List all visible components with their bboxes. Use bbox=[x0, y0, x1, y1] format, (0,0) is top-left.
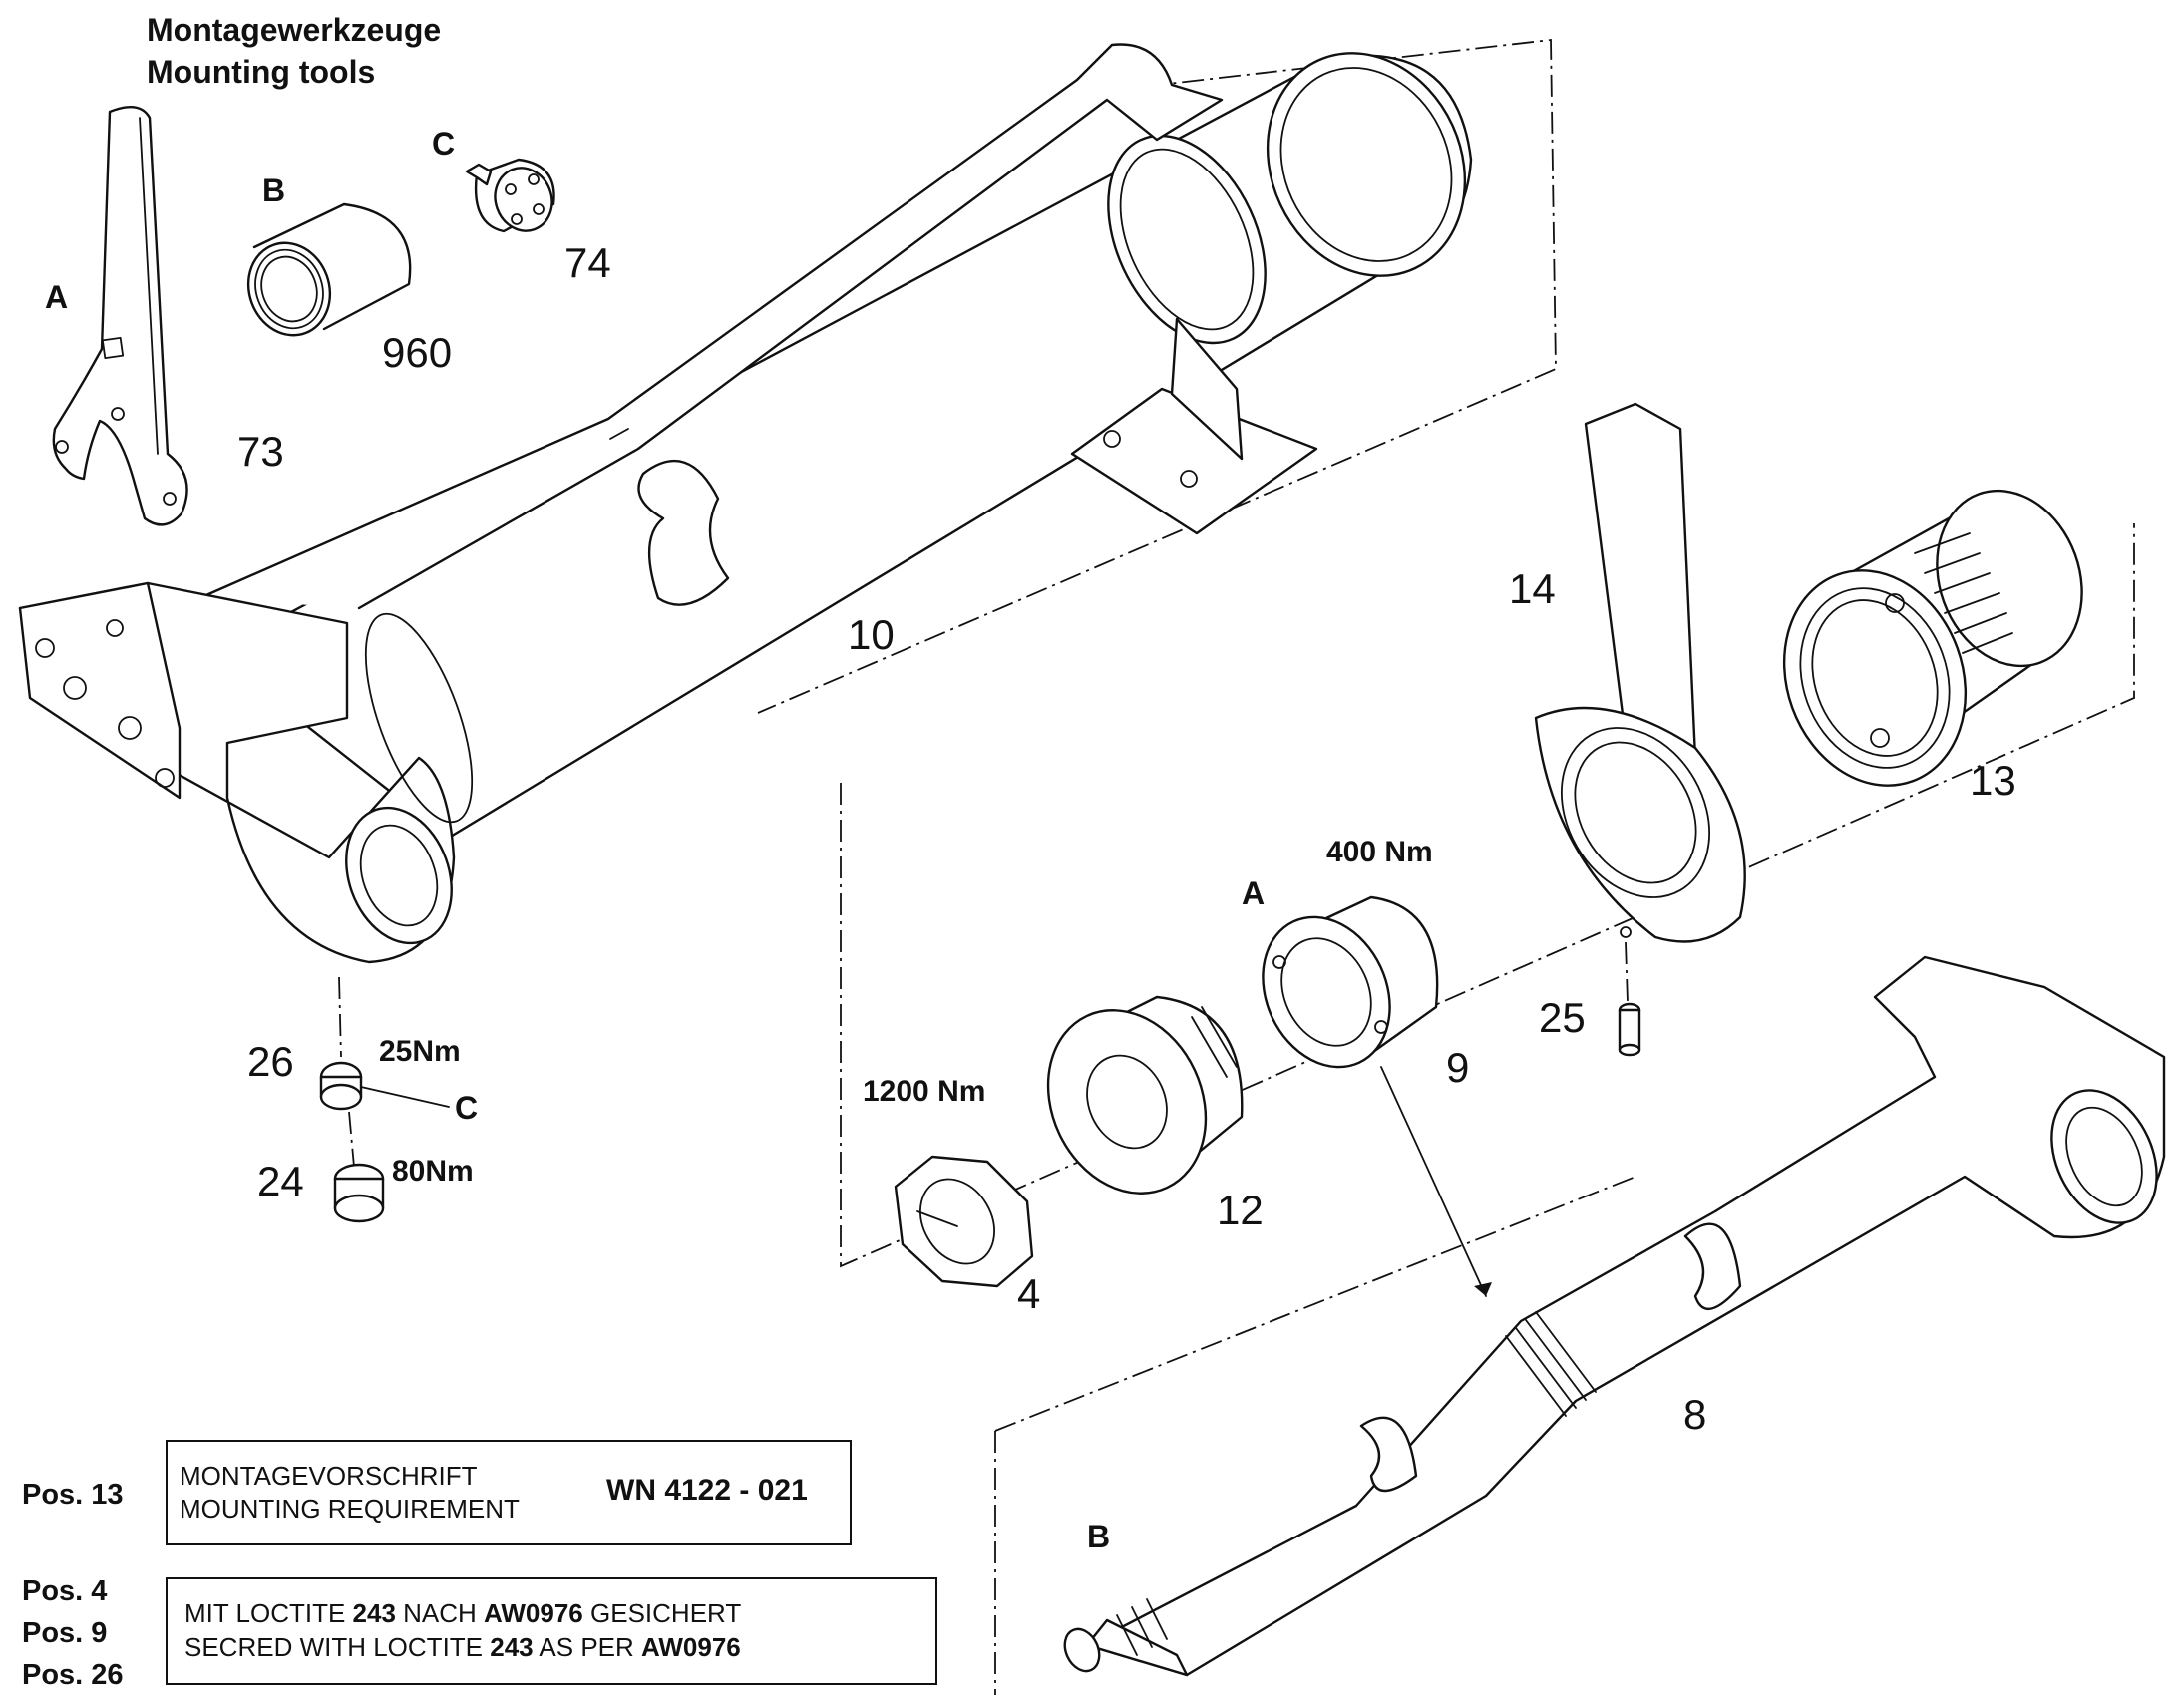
part-number-4: 4 bbox=[1017, 1270, 1041, 1317]
axis-line-plugs bbox=[338, 976, 342, 1058]
part-number-24: 24 bbox=[257, 1158, 304, 1204]
phantom-frame-rod bbox=[994, 1176, 1636, 1695]
title-de: Montagewerkzeuge bbox=[147, 12, 442, 48]
box2-line1: MIT LOCTITE 243 NACH AW0976 GESICHERT bbox=[184, 1598, 742, 1628]
piston-12 bbox=[1046, 995, 1244, 1195]
tool-c-pin-key bbox=[465, 158, 555, 233]
part-number-12: 12 bbox=[1217, 1187, 1264, 1233]
tool-b-sleeve bbox=[246, 202, 412, 337]
part-number-14: 14 bbox=[1509, 565, 1556, 612]
note-pos-26: Pos. 26 bbox=[22, 1659, 124, 1691]
spanner-14 bbox=[1534, 402, 1746, 1003]
tool-label-b: B bbox=[262, 172, 286, 208]
phantom-frame-piston bbox=[840, 523, 2135, 1268]
hex-nut-4 bbox=[894, 1155, 1034, 1288]
tool-label-c: C bbox=[432, 126, 456, 162]
torque-1200: 1200 Nm bbox=[863, 1075, 986, 1108]
plug-26 bbox=[319, 1061, 450, 1111]
box1-code: WN 4122 - 021 bbox=[606, 1474, 808, 1507]
torque-400: 400 Nm bbox=[1326, 836, 1433, 868]
tool-ref-b: B bbox=[1087, 1519, 1111, 1554]
part-number-8: 8 bbox=[1683, 1391, 1707, 1438]
box1-line2: MOUNTING REQUIREMENT bbox=[180, 1494, 520, 1524]
tool-label-a: A bbox=[45, 279, 69, 315]
part-number-25: 25 bbox=[1539, 994, 1586, 1041]
piston-rod-8 bbox=[1063, 955, 2166, 1677]
cylinder-barrel bbox=[18, 43, 1473, 964]
set-screw-25 bbox=[1618, 1002, 1641, 1057]
tool-number-74: 74 bbox=[564, 239, 611, 286]
note-pos-13: Pos. 13 bbox=[22, 1479, 124, 1511]
plug-24 bbox=[333, 1111, 385, 1223]
tool-ref-a: A bbox=[1242, 875, 1266, 911]
gland-13 bbox=[1782, 489, 2083, 787]
part-number-10: 10 bbox=[848, 611, 895, 658]
torque-25: 25Nm bbox=[379, 1035, 461, 1068]
box2-line2: SECRED WITH LOCTITE 243 AS PER AW0976 bbox=[184, 1632, 741, 1662]
box1-line1: MONTAGEVORSCHRIFT bbox=[180, 1461, 478, 1491]
part-number-26: 26 bbox=[247, 1038, 294, 1085]
tool-ref-c: C bbox=[455, 1090, 479, 1126]
title-en: Mounting tools bbox=[147, 54, 376, 90]
tool-number-73: 73 bbox=[237, 428, 284, 475]
part-number-9: 9 bbox=[1446, 1044, 1470, 1091]
tool-a-spanner bbox=[52, 106, 188, 526]
note-pos-4: Pos. 4 bbox=[22, 1575, 108, 1607]
tool-number-960: 960 bbox=[382, 329, 453, 376]
nut-9 bbox=[1262, 895, 1492, 1297]
torque-80: 80Nm bbox=[392, 1155, 474, 1188]
mounting-requirement-box: MONTAGEVORSCHRIFT MOUNTING REQUIREMENT W… bbox=[166, 1440, 852, 1545]
loctite-box: MIT LOCTITE 243 NACH AW0976 GESICHERT SE… bbox=[166, 1577, 937, 1685]
note-pos-9: Pos. 9 bbox=[22, 1617, 108, 1649]
part-number-13: 13 bbox=[1970, 757, 2016, 804]
